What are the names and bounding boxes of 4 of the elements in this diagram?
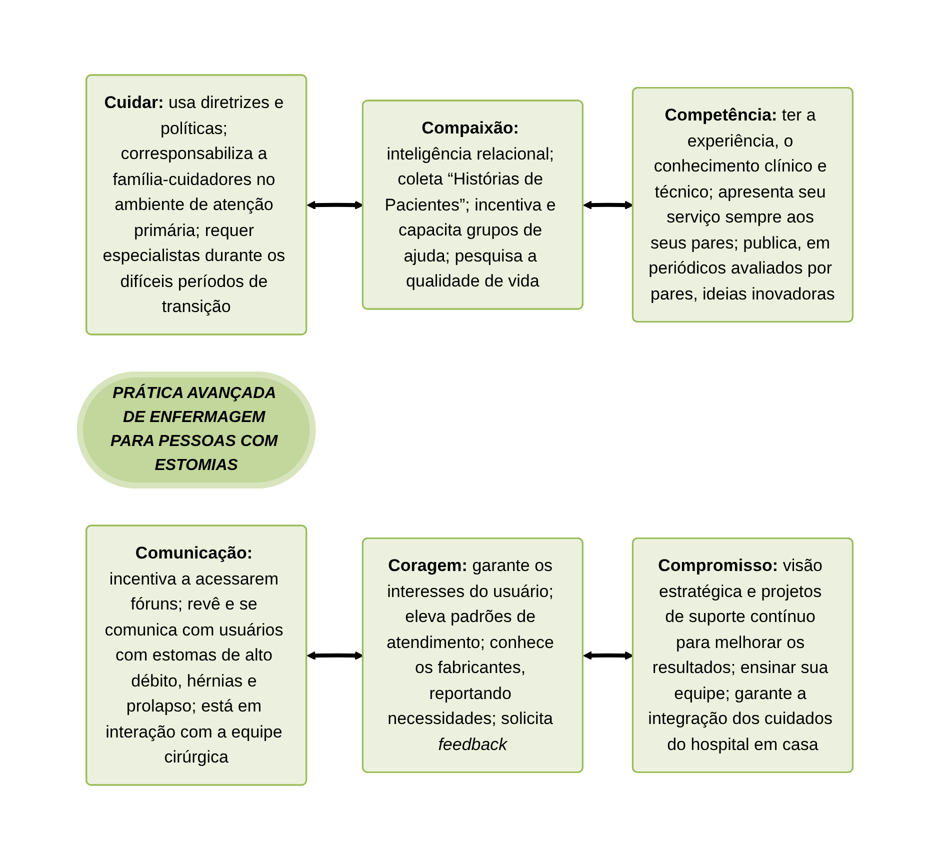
arrow: [583, 651, 634, 660]
arrow: [307, 200, 364, 210]
arrow: [583, 200, 634, 210]
arrow: [307, 651, 364, 660]
